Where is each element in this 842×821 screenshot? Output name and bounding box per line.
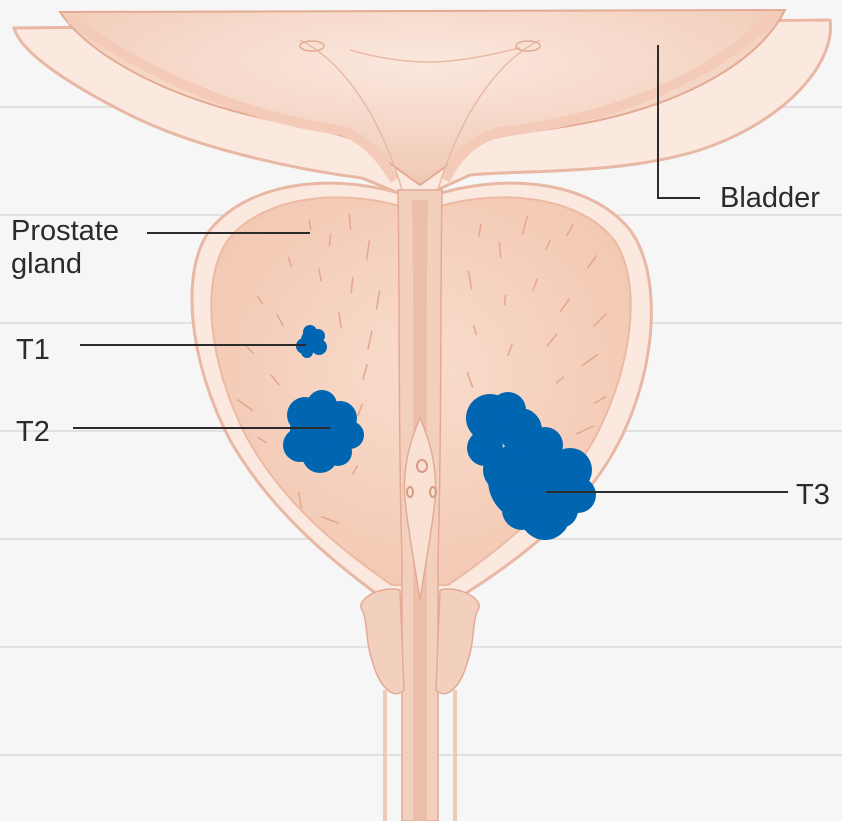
gland-texture-stroke bbox=[329, 234, 330, 246]
bladder bbox=[14, 10, 831, 200]
t1-label: T1 bbox=[16, 334, 50, 367]
prostate-label-line2: gland bbox=[11, 248, 119, 281]
t3-label: T3 bbox=[796, 479, 830, 512]
prostate-gland-label: Prostate gland bbox=[11, 215, 119, 281]
prostate-label-line1: Prostate bbox=[11, 215, 119, 248]
bladder-label: Bladder bbox=[720, 182, 820, 215]
gland-texture-stroke bbox=[505, 296, 506, 305]
t2-label: T2 bbox=[16, 416, 50, 449]
